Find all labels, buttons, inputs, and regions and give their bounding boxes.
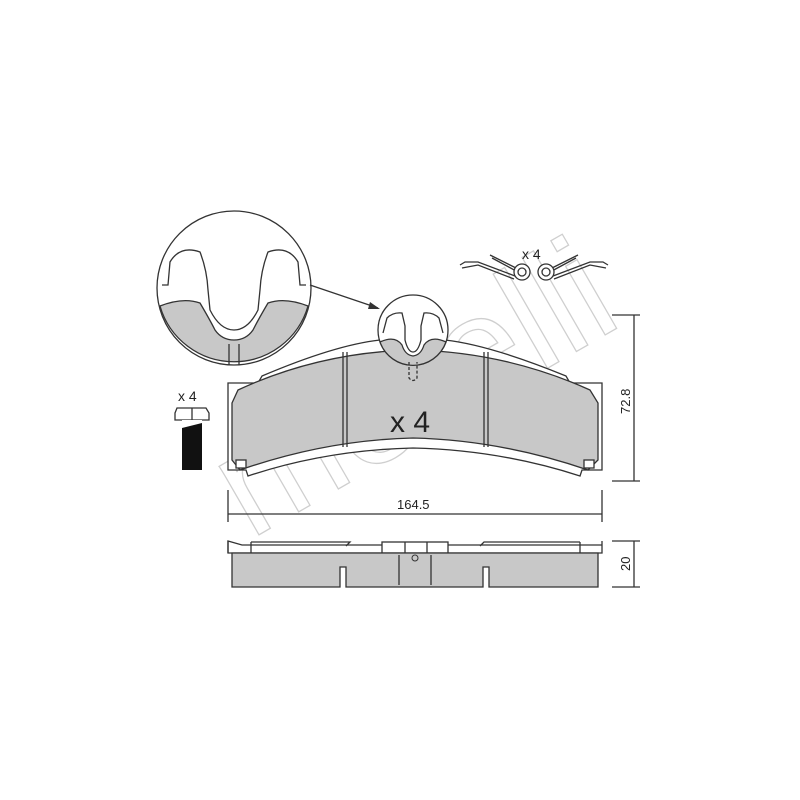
detail-circle-large	[156, 210, 312, 366]
clip-quantity-label: x 4	[522, 246, 541, 262]
lug	[235, 459, 247, 469]
pad-side-view	[227, 540, 603, 588]
arrow-head-icon	[368, 302, 380, 309]
spring-clip-icon	[459, 254, 609, 281]
thickness-dimension-label: 20	[618, 557, 633, 571]
height-dimension-label: 72.8	[618, 389, 633, 414]
bolt-quantity-label: x 4	[178, 388, 197, 404]
detail-arrow	[309, 284, 379, 309]
width-dimension: 164.5	[227, 490, 603, 522]
pad-quantity-label: x 4	[390, 406, 430, 439]
width-dimension-label: 164.5	[397, 497, 430, 512]
bolt-icon	[174, 407, 210, 470]
lug	[583, 459, 595, 469]
thickness-dimension: 20	[612, 540, 640, 588]
height-dimension: 72.8	[612, 314, 640, 482]
detail-circle-small	[377, 294, 449, 382]
friction-material	[231, 349, 599, 471]
